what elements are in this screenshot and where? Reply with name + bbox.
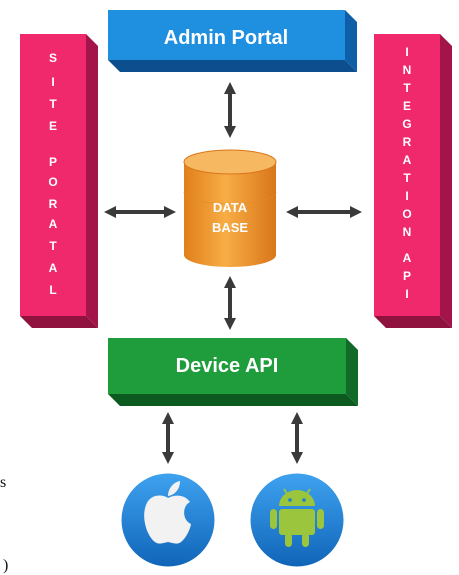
svg-text:I: I: [405, 45, 408, 59]
svg-text:R: R: [49, 197, 58, 211]
android-platform: [247, 470, 347, 570]
svg-text:T: T: [49, 239, 57, 253]
svg-text:R: R: [403, 135, 412, 149]
site-portal-label: S I T E P O R A T A L: [48, 51, 57, 297]
svg-text:A: A: [403, 153, 412, 167]
integration-api-bar: I N T E G R A T I O N A P I: [374, 34, 452, 328]
admin-portal-label: Admin Portal: [164, 27, 288, 49]
svg-text:O: O: [48, 175, 57, 189]
svg-text:E: E: [49, 119, 57, 133]
svg-text:O: O: [402, 207, 411, 221]
admin-portal-box: Admin Portal: [108, 10, 357, 72]
svg-text:A: A: [403, 251, 412, 265]
svg-text:E: E: [403, 99, 411, 113]
database-label-line2: BASE: [212, 220, 248, 235]
svg-text:P: P: [403, 269, 411, 283]
svg-text:P: P: [49, 155, 57, 169]
android-icon: [270, 488, 324, 547]
svg-text:L: L: [49, 283, 56, 297]
edge-fragment-paren: ): [3, 557, 9, 574]
apple-icon: [144, 481, 191, 544]
svg-text:S: S: [49, 51, 57, 65]
svg-text:T: T: [403, 171, 411, 185]
device-api-label: Device API: [176, 355, 279, 377]
apple-platform: [118, 470, 218, 570]
svg-text:N: N: [403, 225, 412, 239]
edge-fragment-s: s: [0, 474, 7, 491]
svg-text:A: A: [49, 261, 58, 275]
svg-text:N: N: [403, 63, 412, 77]
svg-text:T: T: [49, 97, 57, 111]
svg-text:I: I: [405, 189, 408, 203]
svg-text:A: A: [49, 217, 58, 231]
svg-text:I: I: [51, 75, 54, 89]
database-cylinder: DATA BASE: [183, 149, 277, 267]
svg-text:I: I: [405, 287, 408, 301]
database-label-line1: DATA: [213, 200, 248, 215]
svg-text:T: T: [403, 81, 411, 95]
svg-text:G: G: [402, 117, 411, 131]
device-api-box: Device API: [108, 338, 358, 406]
integration-api-label: I N T E G R A T I O N A P I: [402, 45, 411, 301]
site-portal-bar: S I T E P O R A T A L: [20, 34, 98, 328]
